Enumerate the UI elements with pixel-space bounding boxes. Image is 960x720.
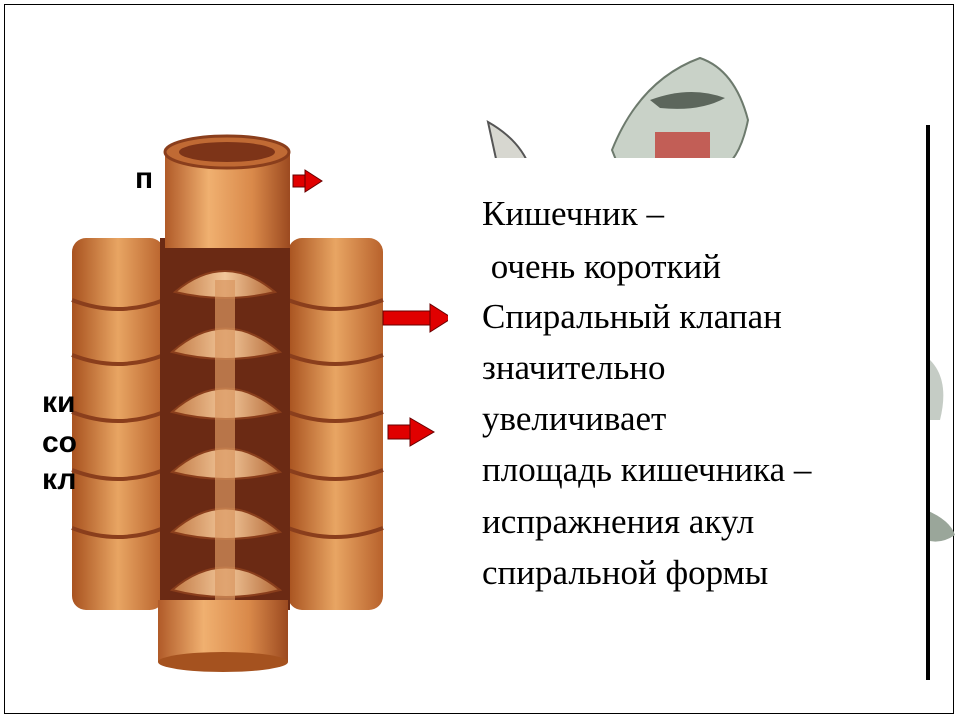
slide-frame <box>4 4 954 714</box>
partial-label-1: ки <box>42 386 76 419</box>
text-line-2: очень короткий <box>482 247 721 286</box>
vertical-divider <box>926 125 930 680</box>
text-line-7: испражнения акул <box>482 502 755 541</box>
partial-label-2: со <box>42 426 78 459</box>
text-line-6: площадь кишечника – <box>482 450 812 489</box>
arrow-right-icon <box>292 169 323 193</box>
text-line-5: увеличивает <box>482 399 667 438</box>
partial-label-top: п <box>135 162 154 195</box>
intestine-top-tube <box>163 134 291 248</box>
text-line-1: Кишечник – <box>482 194 665 233</box>
text-box: Кишечник – очень короткий Спиральный кла… <box>448 158 926 634</box>
arrow-right-icon <box>382 303 453 333</box>
text-line-4: значительно <box>482 348 666 387</box>
intestine-bottom-tube <box>158 600 288 672</box>
arrow-right-icon <box>387 417 435 447</box>
partial-label-3: кл <box>42 463 77 496</box>
shark-image <box>486 56 955 542</box>
spiral-valve <box>169 270 283 600</box>
intestine-right-wall <box>287 238 384 610</box>
text-line-8: спиральной формы <box>482 553 769 592</box>
text-line-3: Спиральный клапан <box>482 297 782 336</box>
intestine-left-wall <box>71 238 165 610</box>
